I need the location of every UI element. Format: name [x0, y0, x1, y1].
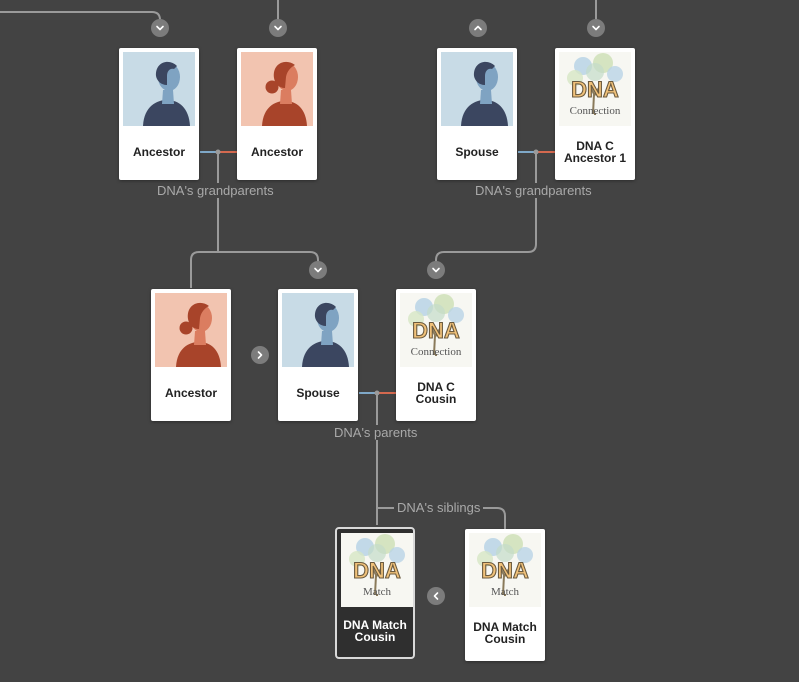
dna-connection-logo: DNA Connection: [559, 52, 631, 126]
grandparents-label: DNA's grandparents: [472, 183, 595, 198]
svg-text:DNA: DNA: [412, 318, 460, 343]
chevron-down-icon: [274, 25, 282, 31]
person-name: DNA C Ancestor 1: [563, 139, 627, 165]
dna-match-logo: DNA Match: [341, 533, 413, 607]
person-card-ancestor[interactable]: Ancestor: [151, 289, 231, 421]
connector-line: [218, 251, 319, 270]
person-name: DNA Match Cousin: [473, 620, 537, 646]
chevron-down-icon: [432, 267, 440, 273]
chevron-down-icon: [314, 267, 322, 273]
chevron-right-icon: [257, 351, 263, 359]
chevron-left-icon: [433, 592, 439, 600]
show-more-spouses-button[interactable]: [251, 346, 269, 364]
person-card-dna-c-cousin[interactable]: DNA Connection DNA C Cousin: [396, 289, 476, 421]
expand-parents-button[interactable]: [151, 19, 169, 37]
person-name: Spouse: [455, 145, 499, 159]
person-name: DNA C Cousin: [415, 380, 457, 406]
expand-parents-button[interactable]: [587, 19, 605, 37]
expand-parents-button[interactable]: [427, 261, 445, 279]
collapse-parents-button[interactable]: [469, 19, 487, 37]
female-silhouette-icon: [155, 293, 227, 367]
grandparents-label: DNA's grandparents: [154, 183, 277, 198]
junction-dot: [374, 390, 380, 396]
chevron-up-icon: [474, 25, 482, 31]
male-silhouette-icon: [441, 52, 513, 126]
siblings-label: DNA's siblings: [394, 500, 484, 515]
person-name: Ancestor: [132, 145, 185, 159]
svg-text:DNA: DNA: [353, 558, 401, 583]
svg-text:Connection: Connection: [570, 105, 621, 117]
person-card-ancestor[interactable]: Ancestor: [237, 48, 317, 180]
male-silhouette-icon: [282, 293, 354, 367]
person-card-spouse[interactable]: Spouse: [437, 48, 517, 180]
person-card-spouse[interactable]: Spouse: [278, 289, 358, 421]
male-silhouette-icon: [123, 52, 195, 126]
junction-dot: [215, 149, 221, 155]
person-name: DNA Match Cousin: [343, 618, 407, 644]
person-card-dna-match-cousin[interactable]: DNA Match DNA Match Cousin: [465, 529, 545, 661]
person-name: Spouse: [296, 386, 340, 400]
junction-dot: [533, 149, 539, 155]
expand-parents-button[interactable]: [269, 19, 287, 37]
person-card-dna-c-ancestor-1[interactable]: DNA Connection DNA C Ancestor 1: [555, 48, 635, 180]
expand-parents-button[interactable]: [309, 261, 327, 279]
connector-line: [0, 11, 161, 28]
female-silhouette-icon: [241, 52, 313, 126]
chevron-down-icon: [592, 25, 600, 31]
person-name: Ancestor: [250, 145, 303, 159]
collapse-siblings-button[interactable]: [427, 587, 445, 605]
dna-connection-logo: DNA Connection: [400, 293, 472, 367]
svg-text:DNA: DNA: [481, 558, 529, 583]
svg-text:DNA: DNA: [571, 77, 619, 102]
person-card-dna-match-cousin-selected[interactable]: DNA Match DNA Match Cousin: [335, 527, 415, 659]
svg-text:Match: Match: [491, 586, 520, 598]
chevron-down-icon: [156, 25, 164, 31]
person-name: Ancestor: [164, 386, 217, 400]
parents-label: DNA's parents: [331, 425, 421, 440]
svg-text:Match: Match: [363, 586, 392, 598]
dna-match-logo: DNA Match: [469, 533, 541, 607]
svg-text:Connection: Connection: [411, 346, 462, 358]
person-card-ancestor[interactable]: Ancestor: [119, 48, 199, 180]
